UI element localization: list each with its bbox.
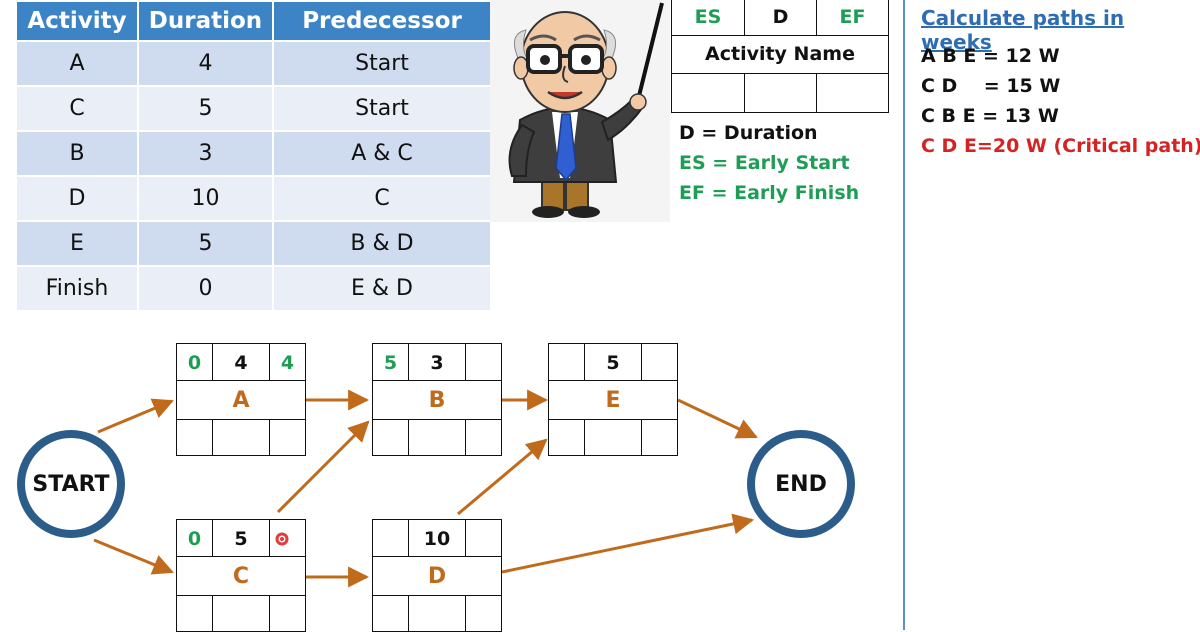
table-row: Finish 0 E & D: [17, 267, 490, 310]
node-a-ef: 4: [269, 343, 306, 381]
cell-predecessor: B & D: [274, 222, 490, 265]
table-header-row: Activity Duration Predecessor: [17, 2, 490, 40]
node-a-name: A: [176, 380, 306, 420]
table-row: C 5 Start: [17, 87, 490, 130]
cell-predecessor: Start: [274, 42, 490, 85]
paths-title: Calculate paths in weeks: [921, 6, 1125, 54]
cell-predecessor: C: [274, 177, 490, 220]
cell-activity: C: [17, 87, 137, 130]
arrow-d-end: [501, 513, 755, 574]
node-b-duration: 3: [408, 343, 466, 381]
header-activity: Activity: [17, 2, 137, 40]
cell-duration: 5: [139, 222, 272, 265]
node-d-lf: [465, 595, 502, 632]
node-b-lf: [465, 419, 502, 456]
node-c-lf: [269, 595, 306, 632]
table-row: D 10 C: [17, 177, 490, 220]
node-c-es: 0: [176, 519, 213, 557]
node-d-ls: [372, 595, 409, 632]
node-d-ef: [465, 519, 502, 557]
node-d-es: [372, 519, 409, 557]
node-c-slack: [212, 595, 270, 632]
activity-table: Activity Duration Predecessor A 4 Start …: [15, 0, 492, 312]
cell-predecessor: Start: [274, 87, 490, 130]
cell-activity: E: [17, 222, 137, 265]
teacher-drawing: [508, 2, 664, 218]
cell-activity: Finish: [17, 267, 137, 310]
node-e-ef: [641, 343, 678, 381]
node-c: 0 5 C: [176, 519, 306, 632]
cell-duration: 0: [139, 267, 272, 310]
legend-early-finish-definition: EF = Early Finish: [679, 182, 860, 204]
path-cbe: C B E = 13 W: [921, 105, 1059, 127]
node-e-slack: [584, 419, 642, 456]
node-b-ls: [372, 419, 409, 456]
panel-divider: [903, 0, 905, 630]
pointer-cursor-icon: [275, 532, 289, 546]
start-label: START: [32, 471, 110, 497]
end-label: END: [775, 471, 827, 497]
node-a-es: 0: [176, 343, 213, 381]
node-c-name: C: [176, 556, 306, 596]
arrow-e-end: [677, 398, 758, 439]
legend-empty-cell: [816, 73, 889, 113]
legend-duration-definition: D = Duration: [679, 122, 818, 144]
arrow-d-e: [457, 438, 548, 516]
node-c-ls: [176, 595, 213, 632]
node-d-name: D: [372, 556, 502, 596]
table-row: B 3 A & C: [17, 132, 490, 175]
cell-activity: B: [17, 132, 137, 175]
cell-activity: D: [17, 177, 137, 220]
teacher-illustration: [490, 0, 670, 222]
header-duration: Duration: [139, 2, 272, 40]
path-cd: C D = 15 W: [921, 75, 1061, 97]
node-e: 5 E: [548, 343, 678, 456]
arrow-start-a: [97, 398, 174, 434]
node-e-lf: [641, 419, 678, 456]
node-a-ls: [176, 419, 213, 456]
legend-early-start-definition: ES = Early Start: [679, 152, 850, 174]
node-e-ls: [548, 419, 585, 456]
cell-duration: 4: [139, 42, 272, 85]
cell-activity: A: [17, 42, 137, 85]
arrow-start-c: [93, 538, 174, 575]
node-d-duration: 10: [408, 519, 466, 557]
node-b: 5 3 B: [372, 343, 502, 456]
node-a-lf: [269, 419, 306, 456]
node-e-name: E: [548, 380, 678, 420]
node-e-duration: 5: [584, 343, 642, 381]
cell-duration: 3: [139, 132, 272, 175]
node-c-duration: 5: [212, 519, 270, 557]
node-a-duration: 4: [212, 343, 270, 381]
end-node: END: [747, 430, 855, 538]
node-b-name: B: [372, 380, 502, 420]
node-d: 10 D: [372, 519, 502, 632]
node-e-es: [548, 343, 585, 381]
path-abe: A B E = 12 W: [921, 45, 1060, 67]
node-b-es: 5: [372, 343, 409, 381]
node-a-slack: [212, 419, 270, 456]
node-b-slack: [408, 419, 466, 456]
table-row: E 5 B & D: [17, 222, 490, 265]
node-d-slack: [408, 595, 466, 632]
cell-predecessor: E & D: [274, 267, 490, 310]
legend-node: ES D EF Activity Name: [671, 0, 889, 113]
start-node: START: [17, 430, 125, 538]
arrow-c-b: [276, 420, 370, 514]
node-a: 0 4 4 A: [176, 343, 306, 456]
table-row: A 4 Start: [17, 42, 490, 85]
cell-duration: 5: [139, 87, 272, 130]
path-critical: C D E=20 W (Critical path): [921, 135, 1200, 157]
cell-duration: 10: [139, 177, 272, 220]
header-predecessor: Predecessor: [274, 2, 490, 40]
node-b-ef: [465, 343, 502, 381]
cell-predecessor: A & C: [274, 132, 490, 175]
